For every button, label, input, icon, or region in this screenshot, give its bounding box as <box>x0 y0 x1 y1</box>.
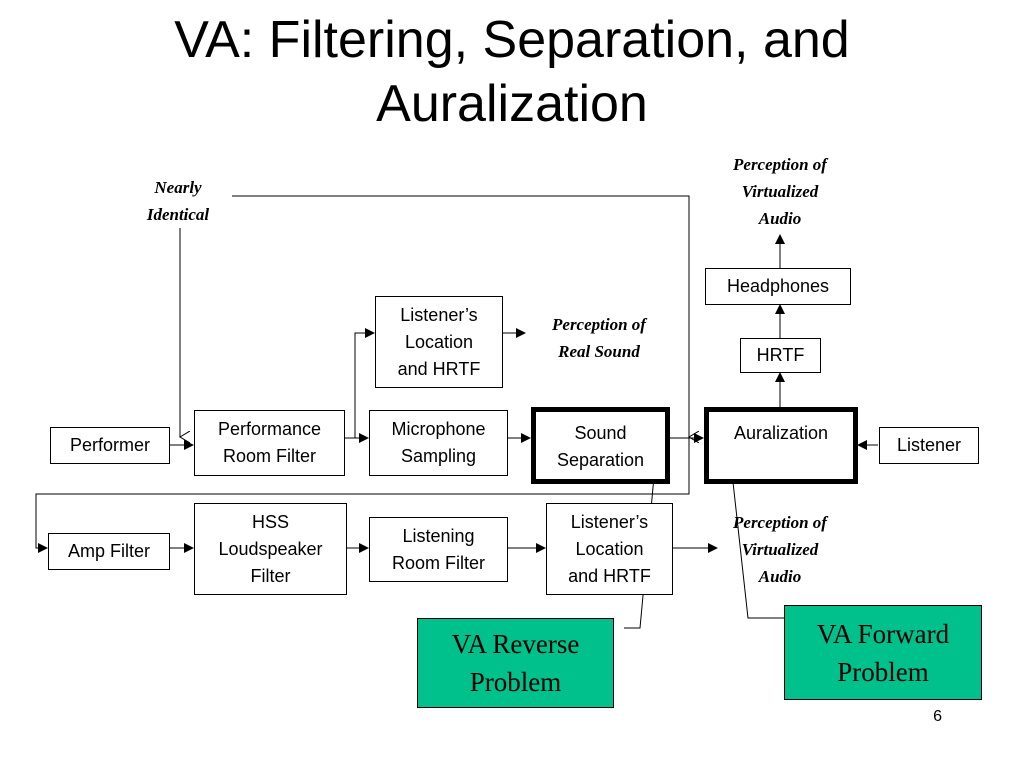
hss-loudspeaker-filter-box: HSS Loudspeaker Filter <box>194 503 347 595</box>
auralization-box: Auralization <box>704 407 858 484</box>
va-forward-problem-callout: VA Forward Problem <box>784 605 982 700</box>
listener-box: Listener <box>879 427 979 464</box>
performance-room-filter-box: Performance Room Filter <box>194 410 345 476</box>
listening-room-filter-box: Listening Room Filter <box>369 517 508 582</box>
title-line-1: VA: Filtering, Separation, and <box>174 11 850 69</box>
va-reverse-problem-callout: VA Reverse Problem <box>417 618 614 708</box>
loop-line-to-amp-filter <box>35 438 690 553</box>
hrtf-box: HRTF <box>740 338 821 373</box>
perception-real-sound-note: Perception of Real Sound <box>552 315 646 361</box>
nearly-identical-right-line <box>232 195 689 437</box>
microphone-sampling-box: Microphone Sampling <box>369 410 508 476</box>
listeners-location-top-box: Listener’s Location and HRTF <box>375 296 503 388</box>
page-number: 6 <box>933 708 942 725</box>
arrow-branch-to-listener-location-top <box>354 328 375 438</box>
nearly-identical-note: Nearly Identical <box>146 178 210 224</box>
perception-virtualized-bottom-note: Perception of Virtualized Audio <box>733 513 827 586</box>
performer-box: Performer <box>50 427 170 464</box>
title-line-2: Auralization <box>376 75 648 133</box>
headphones-box: Headphones <box>705 268 851 305</box>
amp-filter-box: Amp Filter <box>48 533 170 570</box>
perception-virtualized-top-note: Perception of Virtualized Audio <box>733 155 827 228</box>
sound-separation-box: Sound Separation <box>531 407 670 484</box>
va-forward-leader-line <box>729 454 784 619</box>
listeners-location-bottom-box: Listener’s Location and HRTF <box>546 503 673 595</box>
slide-title: VA: Filtering, Separation, and Auralizat… <box>0 8 1024 136</box>
